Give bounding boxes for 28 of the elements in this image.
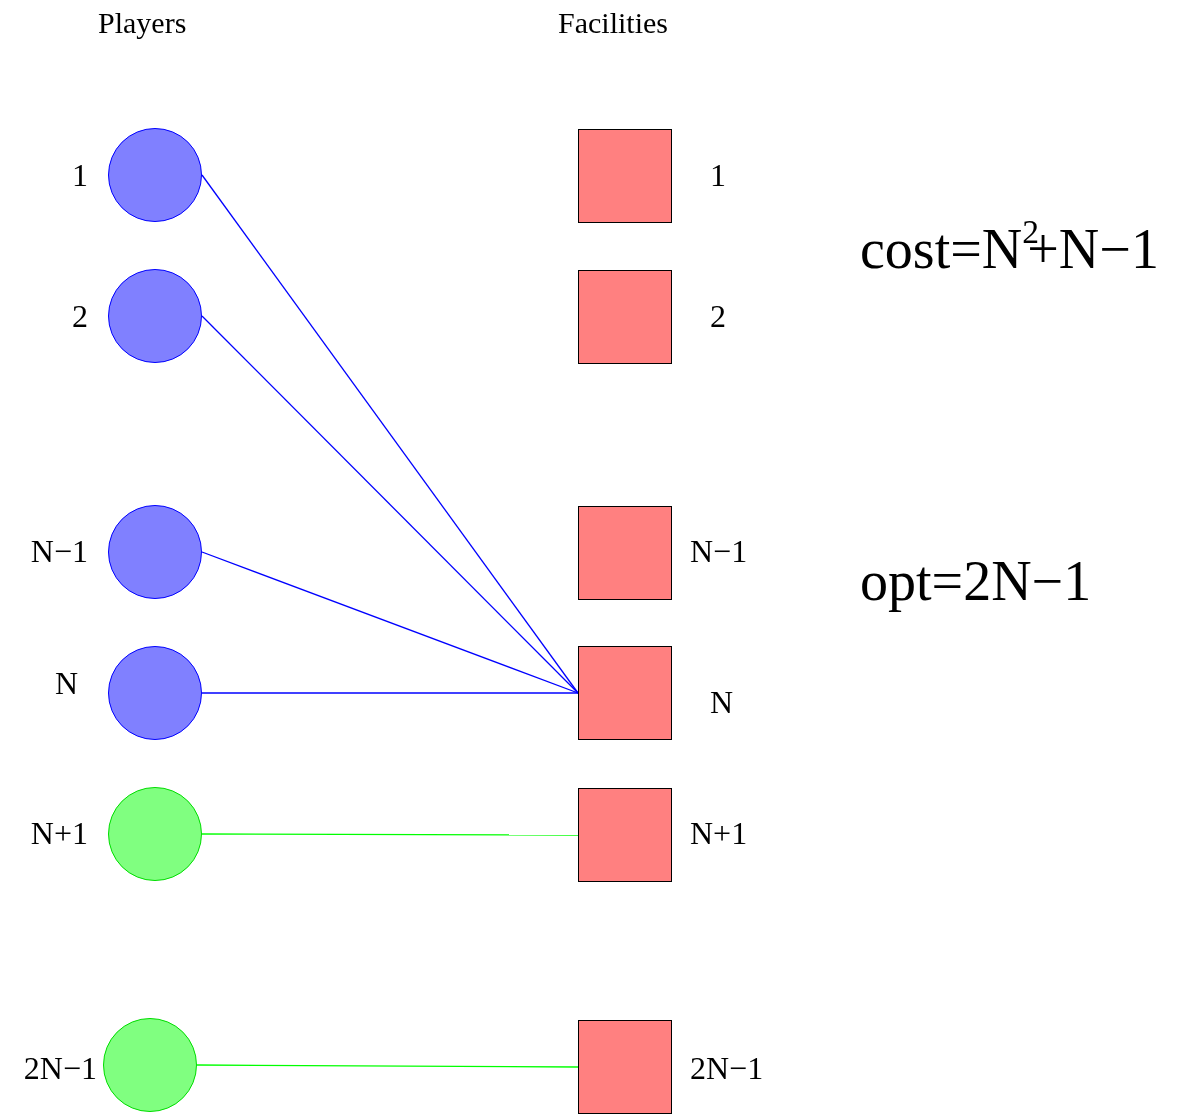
node-label: 1 — [710, 156, 726, 194]
node-label: 1 — [72, 156, 88, 194]
connector-line — [201, 833, 579, 836]
connector-line — [201, 692, 579, 694]
connector-line — [196, 1064, 579, 1068]
node-label: N+1 — [30, 814, 88, 852]
node-label: N+1 — [690, 814, 748, 852]
node-label: 2N−1 — [23, 1049, 97, 1087]
connector-line — [201, 551, 579, 694]
node-label: N−1 — [690, 532, 748, 570]
node-label: N — [710, 683, 734, 721]
node-label: 2 — [72, 297, 88, 335]
facility-square — [578, 646, 672, 740]
connector-line — [201, 174, 579, 694]
facility-square — [578, 788, 672, 882]
connector-line — [201, 315, 579, 694]
formula-text: opt=2N−1 — [860, 549, 1092, 614]
facility-square — [578, 129, 672, 223]
facility-square — [578, 1020, 672, 1114]
node-label: N — [54, 664, 78, 702]
column-heading: Players — [98, 5, 187, 40]
column-heading: Facilities — [558, 5, 668, 40]
formula-text: cost=N$^{2}$+N−1 — [860, 217, 1159, 282]
facility-square — [578, 506, 672, 600]
node-label: N−1 — [30, 532, 88, 570]
facility-square — [578, 270, 672, 364]
node-label: 2 — [710, 297, 726, 335]
node-label: 2N−1 — [690, 1049, 764, 1087]
